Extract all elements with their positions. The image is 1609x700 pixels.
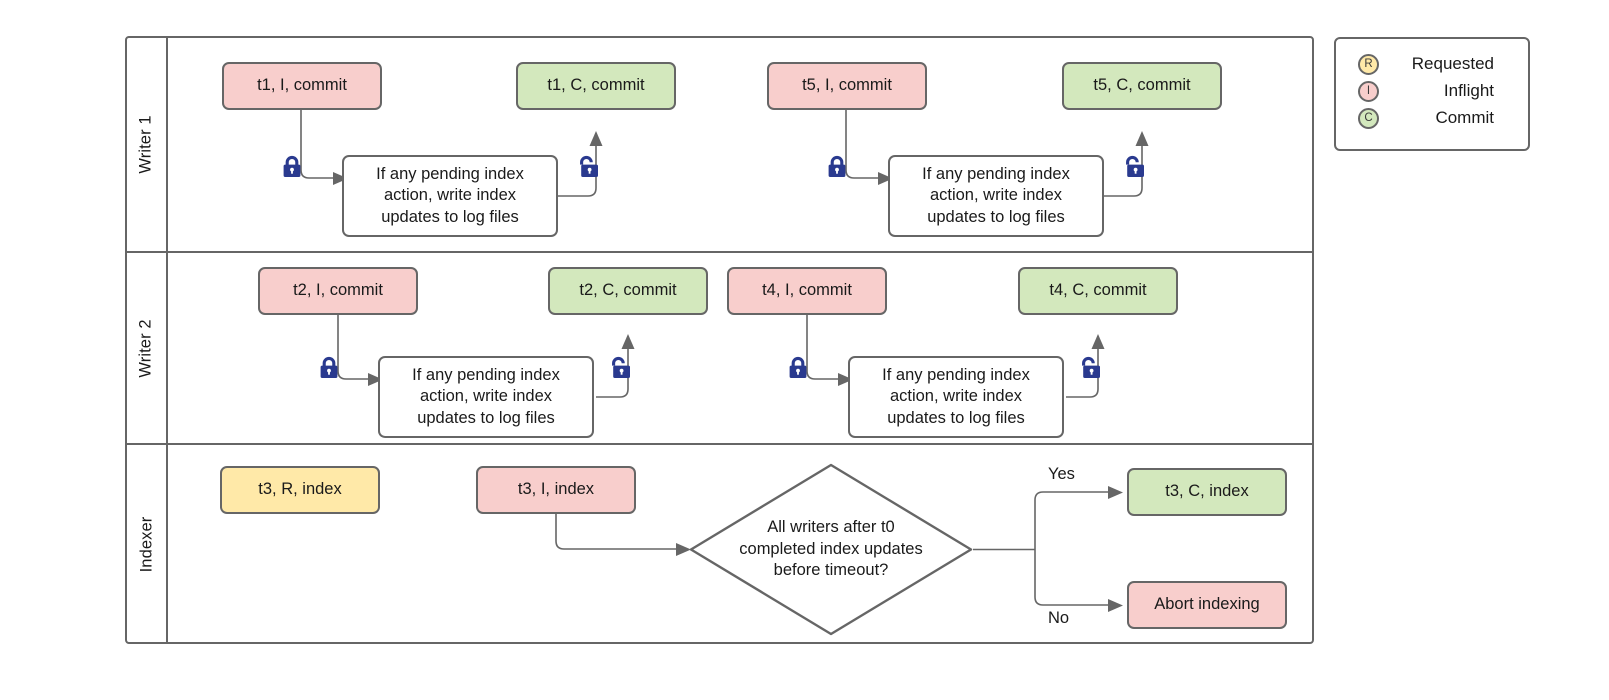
legend-item-inflight: I Inflight (1358, 78, 1514, 104)
swimlane-pool: Writer 1 t1, I, (125, 36, 1314, 644)
lock-open-icon (609, 356, 631, 380)
edge-label-no: No (1048, 609, 1070, 627)
lane-label-writer-2: Writer 2 (137, 318, 156, 378)
node-writer1-t5-commit[interactable]: t5, C, commit (1062, 62, 1222, 110)
legend-label-requested: Requested (1411, 54, 1494, 73)
lock-closed-icon (281, 155, 303, 179)
node-writer1-t1-commit[interactable]: t1, C, commit (516, 62, 676, 110)
lane-label-indexer: Indexer (137, 516, 155, 572)
node-indexer-abort[interactable]: Abort indexing (1127, 581, 1287, 629)
legend-item-requested: R Requested (1358, 51, 1514, 77)
lane-label-writer-1: Writer 1 (137, 115, 156, 174)
lane-header-writer-1: Writer 1 (127, 38, 168, 251)
node-indexer-decision[interactable]: All writers after t0 completed index upd… (689, 463, 973, 636)
legend-panel: R Requested I Inflight C Commit (1334, 37, 1530, 151)
lane-writer-2: Writer 2 t2, I, (127, 253, 1312, 445)
lock-closed-icon (318, 356, 340, 380)
lock-closed-icon (826, 155, 848, 179)
edge-label-yes: Yes (1048, 465, 1075, 483)
legend-label-inflight: Inflight (1443, 81, 1494, 100)
node-writer2-process-2[interactable]: If any pending index action, write index… (848, 356, 1064, 438)
lock-open-icon (577, 155, 599, 179)
node-writer1-process-2[interactable]: If any pending index action, write index… (888, 155, 1104, 237)
lock-closed-icon (787, 356, 809, 380)
lane-body-indexer: t3, R, index t3, I, index All writers af… (168, 445, 1312, 643)
node-writer2-t4-inflight[interactable]: t4, I, commit (727, 267, 887, 315)
node-indexer-t3-commit[interactable]: t3, C, index (1127, 468, 1287, 516)
lane-indexer: Indexer t3, R, index (127, 445, 1312, 643)
lock-open-icon (1079, 356, 1101, 380)
legend-label-commit: Commit (1435, 108, 1494, 127)
lane-header-writer-2: Writer 2 (127, 253, 168, 443)
node-writer2-t2-commit[interactable]: t2, C, commit (548, 267, 708, 315)
node-writer2-t4-commit[interactable]: t4, C, commit (1018, 267, 1178, 315)
legend-item-commit: C Commit (1358, 105, 1514, 131)
lane-writer-1: Writer 1 t1, I, (127, 38, 1312, 253)
lock-open-icon (1123, 155, 1145, 179)
requested-badge-icon: R (1358, 53, 1379, 75)
inflight-badge-icon: I (1358, 80, 1379, 102)
commit-badge-icon: C (1358, 107, 1379, 129)
node-writer2-process-1[interactable]: If any pending index action, write index… (378, 356, 594, 438)
lane-body-writer-2: t2, I, commit t2, C, commit t4, I, commi… (168, 253, 1312, 443)
lane-body-writer-1: t1, I, commit t1, C, commit t5, I, commi… (168, 38, 1312, 251)
node-writer1-process-1[interactable]: If any pending index action, write index… (342, 155, 558, 237)
node-indexer-t3-inflight[interactable]: t3, I, index (476, 466, 636, 514)
node-writer1-t5-inflight[interactable]: t5, I, commit (767, 62, 927, 110)
node-writer1-t1-inflight[interactable]: t1, I, commit (222, 62, 382, 110)
node-writer2-t2-inflight[interactable]: t2, I, commit (258, 267, 418, 315)
node-indexer-t3-requested[interactable]: t3, R, index (220, 466, 380, 514)
lane-header-indexer: Indexer (127, 445, 168, 643)
